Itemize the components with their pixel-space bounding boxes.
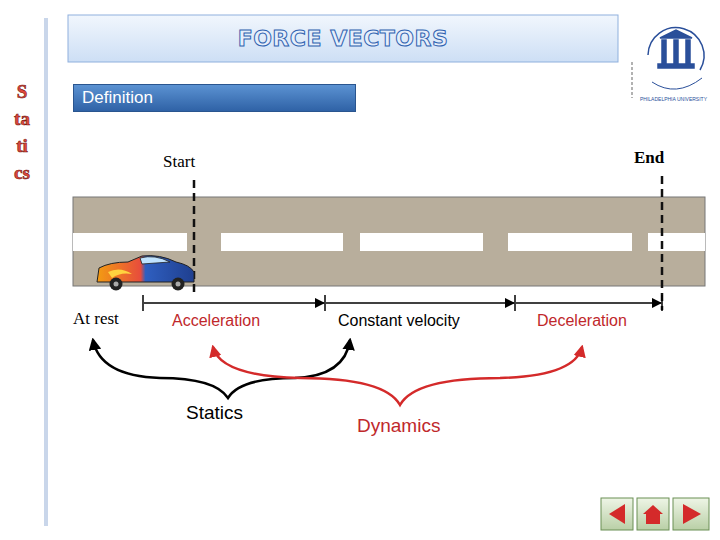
statics-brace — [93, 340, 160, 378]
box-text: Definition — [82, 85, 355, 111]
road — [73, 197, 705, 286]
slide-title: FORCE VECTORS — [68, 15, 618, 62]
lane-dashes — [73, 233, 705, 251]
vertical-title: Statics — [14, 78, 30, 186]
dynamics-brace — [213, 347, 300, 378]
university-logo — [648, 28, 704, 90]
phase-label: Constant velocity — [338, 312, 460, 330]
group-label: Dynamics — [357, 415, 440, 437]
dynamics-brace — [300, 347, 582, 405]
phase-label: Deceleration — [537, 312, 627, 330]
end-label: End — [634, 148, 664, 168]
logo-text: PHILADELPHIA UNIVERSITY — [640, 96, 707, 102]
phase-label: At rest — [73, 309, 119, 329]
definition-bar: Definition — [73, 84, 356, 112]
group-label: Statics — [186, 402, 243, 424]
side-rule — [44, 18, 48, 526]
statics-brace — [160, 340, 350, 398]
phase-label: Acceleration — [172, 312, 260, 330]
title-banner — [68, 15, 618, 62]
start-label: Start — [163, 152, 195, 172]
race-car — [97, 256, 194, 291]
nav-buttons — [601, 498, 709, 530]
dimension-line — [143, 295, 662, 311]
grey-rule — [631, 62, 633, 98]
end-line — [661, 176, 664, 310]
